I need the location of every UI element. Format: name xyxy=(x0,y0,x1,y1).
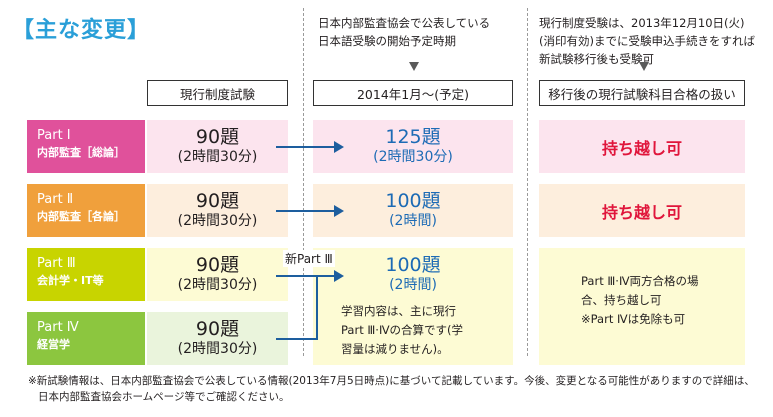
question-count: 90題 xyxy=(195,190,240,212)
part-subject: 内部監査［総論］ xyxy=(37,146,125,159)
question-count: 90題 xyxy=(195,254,240,276)
footnote: ※新試験情報は、日本内部監査協会で公表している情報(2013年7月5日時点)に基… xyxy=(28,373,768,405)
part-name: Part Ⅱ xyxy=(37,192,74,207)
note-line: ※Part Ⅳは免除も可 xyxy=(581,312,686,326)
time-limit: (2時間) xyxy=(389,277,437,293)
part-subject: 内部監査［各論］ xyxy=(37,210,125,223)
question-count: 90題 xyxy=(195,318,240,340)
part-name: Part Ⅰ xyxy=(37,128,71,143)
new-part-3-note: 学習内容は、主に現行 Part Ⅲ·Ⅳの合算です(学 習量は減りません)。 xyxy=(341,302,513,359)
current-cell-part-1: 90題 (2時間30分) xyxy=(147,120,288,173)
deadline-note-line: 現行制度受験は、2013年12月10日(火) xyxy=(539,16,745,30)
new-cell-part-2: 100題 (2時間) xyxy=(313,184,513,237)
part-1-label: Part Ⅰ 内部監査［総論］ xyxy=(27,120,145,173)
credit-status: 持ち越し可 xyxy=(601,138,682,158)
header-new-exam: 2014年1月〜(予定) xyxy=(313,80,513,106)
part-subject: 経営学 xyxy=(37,338,70,351)
schedule-note-line: 日本内部監査協会で公表している xyxy=(318,16,491,30)
deadline-note: 現行制度受験は、2013年12月10日(火) (消印有効)までに受験申込手続きを… xyxy=(539,14,755,68)
footnote-line: 日本内部監査協会ホームページ等でご確認ください。 xyxy=(38,391,290,403)
time-limit: (2時間30分) xyxy=(177,341,258,357)
new-part-3-label: 新Part Ⅲ xyxy=(283,250,335,267)
time-limit: (2時間30分) xyxy=(177,149,258,165)
footnote-line: ※新試験情報は、日本内部監査協会で公表している情報(2013年7月5日時点)に基… xyxy=(28,375,755,387)
arrow-line xyxy=(276,210,336,212)
note-line: Part Ⅲ·Ⅳ両方合格の場 xyxy=(581,274,699,288)
merge-line xyxy=(276,338,318,340)
time-limit: (2時間) xyxy=(389,213,437,229)
arrow-line xyxy=(276,146,336,148)
down-arrow-icon xyxy=(639,62,649,71)
time-limit: (2時間30分) xyxy=(177,213,258,229)
part-name: Part Ⅳ xyxy=(37,320,79,335)
question-count: 90題 xyxy=(195,126,240,148)
deadline-note-line: 新試験移行後も受験可 xyxy=(539,52,654,66)
divider-line xyxy=(303,8,304,356)
credit-cell-part-3-4: Part Ⅲ·Ⅳ両方合格の場 合、持ち越し可 ※Part Ⅳは免除も可 xyxy=(539,248,745,365)
credit-note: Part Ⅲ·Ⅳ両方合格の場 合、持ち越し可 ※Part Ⅳは免除も可 xyxy=(581,272,745,329)
credit-status: 持ち越し可 xyxy=(601,202,682,222)
current-cell-part-2: 90題 (2時間30分) xyxy=(147,184,288,237)
part-4-label: Part Ⅳ 経営学 xyxy=(27,312,145,365)
time-limit: (2時間30分) xyxy=(177,277,258,293)
new-cell-part-3: 100題 (2時間) 学習内容は、主に現行 Part Ⅲ·Ⅳの合算です(学 習量… xyxy=(313,248,513,365)
header-current-exam: 現行制度試験 xyxy=(147,80,288,106)
part-3-label: Part Ⅲ 会計学・IT等 xyxy=(27,248,145,301)
current-cell-part-4: 90題 (2時間30分) xyxy=(147,312,288,365)
merge-line-vertical xyxy=(316,275,318,340)
question-count: 100題 xyxy=(385,254,441,276)
question-count: 125題 xyxy=(385,126,441,148)
note-line: 学習内容は、主に現行 xyxy=(341,304,456,318)
arrow-right-icon xyxy=(334,270,344,282)
divider-line xyxy=(527,8,528,356)
new-cell-part-1: 125題 (2時間30分) xyxy=(313,120,513,173)
part-name: Part Ⅲ xyxy=(37,256,76,271)
page-title: 【主な変更】 xyxy=(12,18,151,43)
current-cell-part-3: 90題 (2時間30分) xyxy=(147,248,288,301)
part-2-label: Part Ⅱ 内部監査［各論］ xyxy=(27,184,145,237)
down-arrow-icon xyxy=(409,62,419,71)
part-subject: 会計学・IT等 xyxy=(37,274,104,287)
note-line: 合、持ち越し可 xyxy=(581,293,662,307)
schedule-note-line: 日本語受験の開始予定時期 xyxy=(318,34,456,48)
header-credit-handling: 移行後の現行試験科目合格の扱い xyxy=(539,80,745,106)
arrow-line xyxy=(276,275,336,277)
arrow-right-icon xyxy=(334,141,344,153)
note-line: 習量は減りません)。 xyxy=(341,342,449,356)
schedule-note: 日本内部監査協会で公表している 日本語受験の開始予定時期 xyxy=(318,14,490,50)
question-count: 100題 xyxy=(385,190,441,212)
deadline-note-line: (消印有効)までに受験申込手続きをすれば xyxy=(539,34,755,48)
credit-cell-part-1: 持ち越し可 xyxy=(539,120,745,173)
note-line: Part Ⅲ·Ⅳの合算です(学 xyxy=(341,323,464,337)
arrow-right-icon xyxy=(334,205,344,217)
time-limit: (2時間30分) xyxy=(373,149,453,165)
credit-cell-part-2: 持ち越し可 xyxy=(539,184,745,237)
